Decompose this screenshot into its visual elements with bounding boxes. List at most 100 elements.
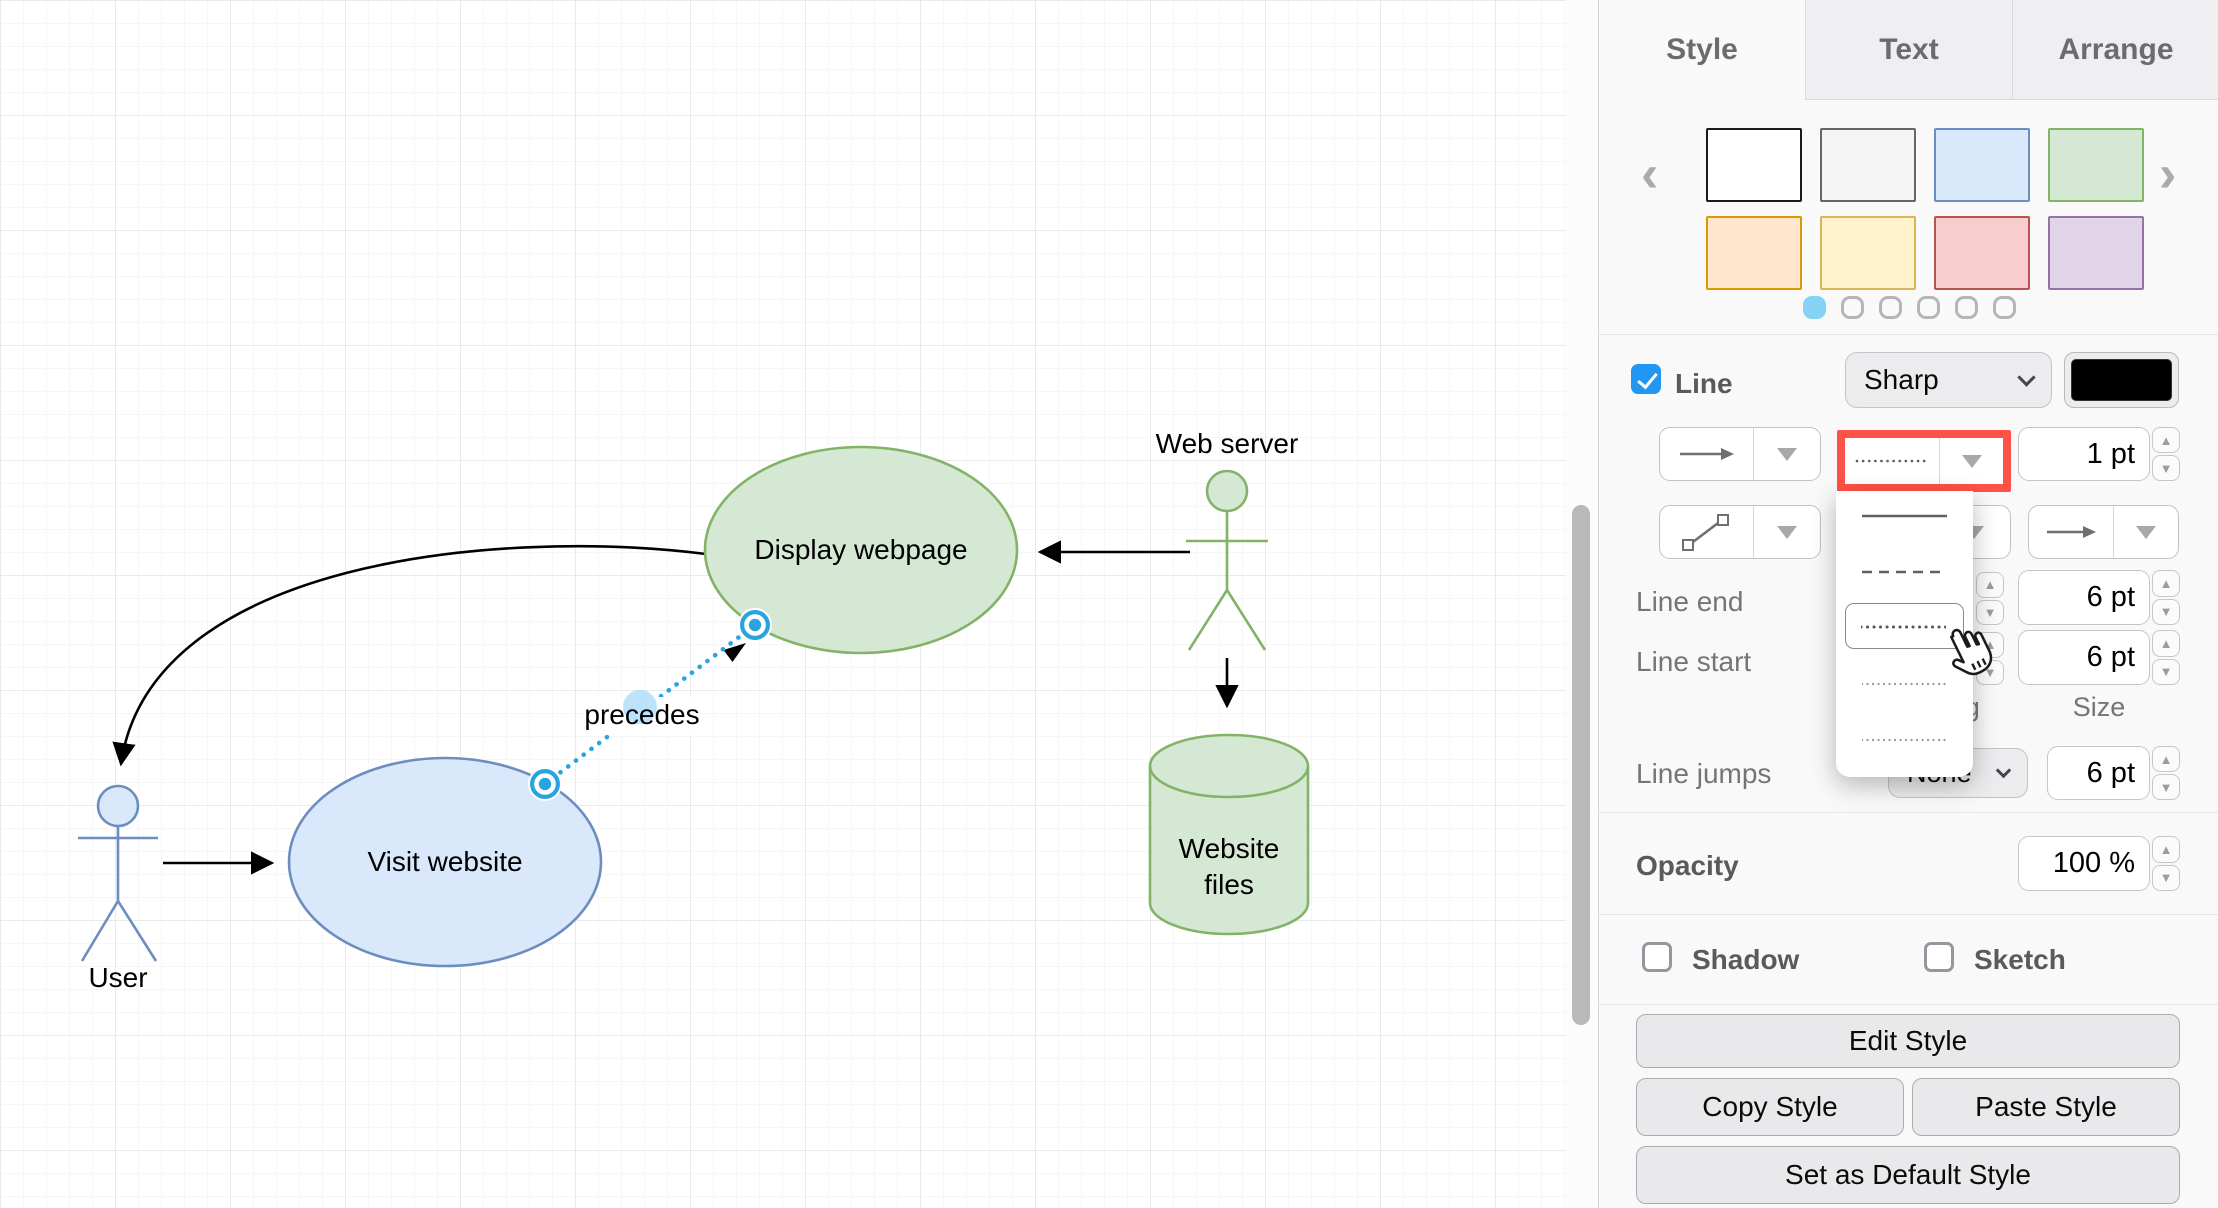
dropdown-caret-icon[interactable] <box>1754 428 1820 480</box>
step-up-button[interactable]: ▲ <box>2152 630 2180 657</box>
line-end-size-stepper[interactable]: ▲▼ <box>2152 570 2180 625</box>
line-start-label: Line start <box>1636 646 1752 677</box>
arrow-line-icon <box>1660 428 1753 480</box>
line-style-dropdown <box>1836 491 1973 777</box>
separator <box>1599 1004 2218 1005</box>
sketch-checkbox[interactable] <box>1924 942 1954 972</box>
line-end-spacing-stepper[interactable]: ▲▼ <box>1976 572 2004 625</box>
swatch-prev-icon[interactable]: ‹ <box>1641 145 1659 203</box>
line-style-option-dashed[interactable] <box>1862 557 1947 587</box>
edge-precedes-arrowhead <box>723 643 746 662</box>
style-swatch-6[interactable] <box>1934 216 2030 290</box>
line-style-select[interactable]: Sharp <box>1845 352 2052 408</box>
diagram-svg: User Visit website Display webpage Web s… <box>78 428 1310 993</box>
format-tabbar: Style Text Arrange <box>1599 0 2218 100</box>
step-down-button[interactable]: ▼ <box>2152 774 2180 800</box>
style-swatch-5[interactable] <box>1820 216 1916 290</box>
line-style-option-fine-dotted-2[interactable] <box>1862 725 1947 755</box>
style-swatch-1[interactable] <box>1820 128 1916 202</box>
copy-style-button[interactable]: Copy Style <box>1636 1078 1904 1136</box>
line-jumps-size-input[interactable]: 6 pt <box>2047 746 2150 800</box>
carousel-dot-4[interactable] <box>1954 296 1978 319</box>
dotted-line-icon <box>1845 438 1939 484</box>
shadow-checkbox[interactable] <box>1642 942 1672 972</box>
line-jumps-size-stepper[interactable]: ▲▼ <box>2152 746 2180 800</box>
step-up-button[interactable]: ▲ <box>2152 836 2180 863</box>
actor-web-server[interactable] <box>1186 469 1268 651</box>
chevron-down-icon <box>2017 367 2036 387</box>
carousel-dot-1[interactable] <box>1840 296 1864 319</box>
step-up-button[interactable]: ▲ <box>2152 570 2180 597</box>
hand-cursor-icon <box>1939 622 1999 693</box>
tab-arrange[interactable]: Arrange <box>2012 0 2218 100</box>
edge-endpoint-handle-end[interactable] <box>738 608 772 642</box>
step-down-button[interactable]: ▼ <box>2152 864 2180 891</box>
step-up-button[interactable]: ▲ <box>1976 572 2004 598</box>
carousel-dot-2[interactable] <box>1878 296 1902 319</box>
line-start-size-stepper[interactable]: ▲▼ <box>2152 630 2180 685</box>
line-checkbox[interactable] <box>1631 364 1661 394</box>
line-color-button[interactable] <box>2064 352 2179 408</box>
arrow-right-icon <box>2029 506 2113 558</box>
edge-midpoint-handle[interactable] <box>623 690 657 724</box>
tab-style[interactable]: Style <box>1599 0 1805 100</box>
edge-precedes-label[interactable]: precedes <box>584 699 699 730</box>
step-up-button[interactable]: ▲ <box>2152 746 2180 772</box>
actor-user[interactable] <box>78 784 158 962</box>
line-color-swatch <box>2071 359 2172 401</box>
style-swatch-4[interactable] <box>1706 216 1802 290</box>
style-swatch-7[interactable] <box>2048 216 2144 290</box>
dropdown-caret-icon[interactable] <box>1754 506 1820 558</box>
shadow-label: Shadow <box>1692 944 1800 975</box>
step-down-button[interactable]: ▼ <box>1976 599 2004 625</box>
line-style-option-dotted-selected[interactable] <box>1845 603 1964 649</box>
step-down-button[interactable]: ▼ <box>2152 658 2180 685</box>
line-width-input[interactable]: 1 pt <box>2018 427 2150 481</box>
carousel-dot-0[interactable] <box>1802 296 1826 319</box>
dropdown-caret-icon[interactable] <box>2114 506 2178 558</box>
node-website-files[interactable] <box>1148 733 1310 936</box>
usecase-visit-website[interactable] <box>287 756 603 968</box>
edge-display-to-user[interactable] <box>112 544 707 767</box>
dash-style-button-highlighted[interactable] <box>1837 430 2011 492</box>
set-default-style-button[interactable]: Set as Default Style <box>1636 1146 2180 1204</box>
waypoints-style-button[interactable] <box>1659 505 1821 559</box>
line-end-arrow-button[interactable] <box>2028 505 2179 559</box>
vertical-scrollbar-thumb[interactable] <box>1572 505 1590 1025</box>
line-width-stepper[interactable]: ▲▼ <box>2152 427 2180 481</box>
opacity-stepper[interactable]: ▲▼ <box>2152 836 2180 891</box>
waypoints-icon <box>1660 506 1753 558</box>
connection-style-button[interactable] <box>1659 427 1821 481</box>
sketch-label: Sketch <box>1974 944 2066 975</box>
opacity-input[interactable]: 100 % <box>2018 836 2150 891</box>
line-end-label: Line end <box>1636 586 1744 617</box>
line-style-option-solid[interactable] <box>1862 501 1947 531</box>
step-up-button[interactable]: ▲ <box>2152 427 2180 453</box>
edit-style-button[interactable]: Edit Style <box>1636 1014 2180 1068</box>
line-style-option-fine-dotted-1[interactable] <box>1862 669 1947 699</box>
line-end-size-input[interactable]: 6 pt <box>2018 570 2150 625</box>
style-swatch-3[interactable] <box>2048 128 2144 202</box>
format-panel: Style Text Arrange ‹ › Line Sharp 1 pt ▲… <box>1598 0 2218 1208</box>
step-down-button[interactable]: ▼ <box>2152 598 2180 625</box>
separator <box>1599 914 2218 915</box>
edge-endpoint-handle-start[interactable] <box>528 767 562 801</box>
chevron-down-icon <box>1995 762 2012 778</box>
actor-web-server-label: Web server <box>1156 428 1299 459</box>
carousel-dot-5[interactable] <box>1992 296 2016 319</box>
usecase-display-webpage[interactable] <box>703 445 1019 655</box>
style-swatch-2[interactable] <box>1934 128 2030 202</box>
line-start-size-input[interactable]: 6 pt <box>2018 630 2150 685</box>
tab-text[interactable]: Text <box>1805 0 2012 100</box>
style-swatch-0[interactable] <box>1706 128 1802 202</box>
line-label: Line <box>1675 368 1733 399</box>
diagram-canvas[interactable]: User Visit website Display webpage Web s… <box>0 0 1566 1208</box>
size-column-label: Size <box>2072 692 2126 722</box>
paste-style-button[interactable]: Paste Style <box>1912 1078 2180 1136</box>
node-website-files-label-2: files <box>1204 869 1254 900</box>
dropdown-caret-icon[interactable] <box>1940 438 2003 484</box>
step-down-button[interactable]: ▼ <box>2152 455 2180 481</box>
actor-user-label: User <box>88 962 147 993</box>
carousel-dot-3[interactable] <box>1916 296 1940 319</box>
swatch-next-icon[interactable]: › <box>2159 145 2177 203</box>
